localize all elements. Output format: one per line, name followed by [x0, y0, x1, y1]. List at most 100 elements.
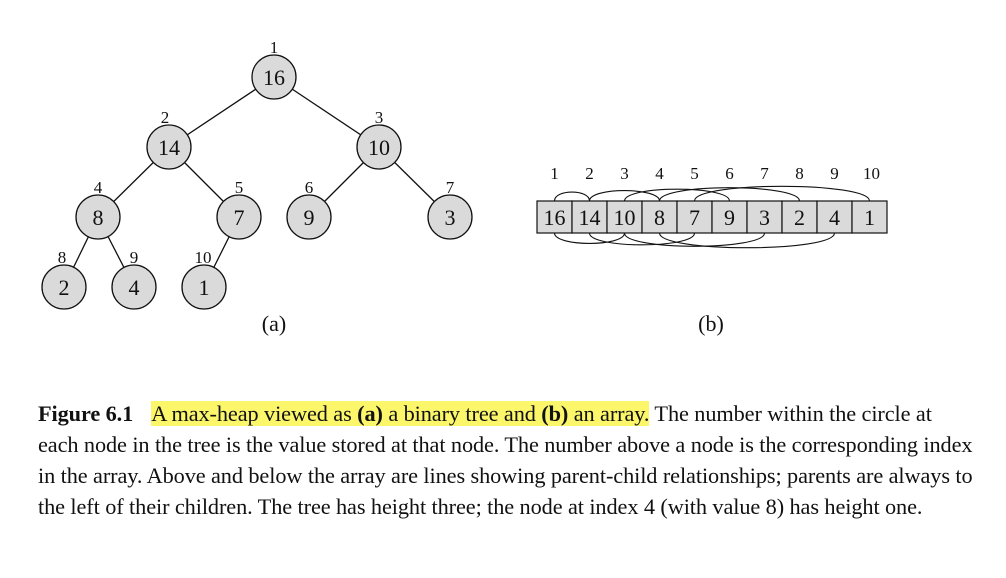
tree-node-circle	[251, 54, 297, 100]
array-cell-box	[536, 200, 573, 234]
array-cell: 9	[711, 200, 748, 234]
array-cell: 2	[781, 200, 818, 234]
array-panel-label: (b)	[698, 311, 724, 336]
array-cell-box	[781, 200, 818, 234]
array-cell: 16	[536, 200, 573, 234]
tree-node-circle	[427, 194, 473, 240]
array-cell-value: 3	[759, 205, 770, 230]
caption-body: The number within the circle at each nod…	[38, 401, 973, 519]
tree-node-value: 4	[129, 275, 140, 300]
tree-node-circle	[75, 194, 121, 240]
tree-node-value: 14	[158, 135, 180, 160]
tree-node-value: 10	[368, 135, 390, 160]
array-index-label: 9	[830, 164, 839, 183]
tree-node: 49	[111, 248, 157, 310]
tree-node-index: 8	[58, 248, 67, 267]
tree-node-value: 2	[59, 275, 70, 300]
tree-node: 142	[146, 108, 192, 170]
array-cell: 7	[676, 200, 713, 234]
tree-node-index: 2	[161, 108, 170, 127]
array-arc-below	[553, 232, 626, 244]
tree-node: 75	[216, 178, 262, 240]
caption-highlight-part: a binary tree and	[382, 401, 542, 426]
array-index-label: 8	[795, 164, 804, 183]
array-index-label: 5	[690, 164, 699, 183]
array-arc-above	[588, 190, 661, 202]
array-arc-above	[693, 185, 871, 202]
tree-edges	[63, 76, 451, 288]
array-cell-value: 9	[724, 205, 735, 230]
tree-node-value: 8	[93, 205, 104, 230]
array-cell-value: 16	[544, 205, 566, 230]
tree-node-index: 9	[130, 248, 139, 267]
array-cell-value: 4	[829, 205, 840, 230]
tree-node-value: 3	[445, 205, 456, 230]
array-cell-box	[746, 200, 783, 234]
array-cell: 8	[641, 200, 678, 234]
tree-node-value: 1	[199, 275, 210, 300]
array-cell: 14	[571, 200, 608, 234]
array-index-label: 10	[863, 164, 880, 183]
array-cell-value: 1	[864, 205, 875, 230]
tree-node: 96	[286, 178, 332, 240]
array-cell-box	[641, 200, 678, 234]
array-cell-box	[606, 200, 643, 234]
array-index-label: 2	[585, 164, 594, 183]
array-index-label: 1	[550, 164, 559, 183]
figure-caption: Figure 6.1 A max-heap viewed as (a) a bin…	[38, 398, 973, 522]
tree-node: 84	[75, 178, 121, 240]
tree-node-value: 16	[263, 65, 285, 90]
array-indices: 1 2 3 4 5 6 7 8 9 10	[550, 164, 880, 183]
tree-node-circle	[146, 124, 192, 170]
tree-node-value: 9	[304, 205, 315, 230]
tree-node-value: 7	[234, 205, 245, 230]
array-cell-box	[851, 200, 888, 234]
tree-node-index: 10	[195, 248, 212, 267]
array-cell: 1	[851, 200, 888, 234]
array-cell-box	[711, 200, 748, 234]
tree-panel-label: (a)	[262, 311, 286, 336]
array-cell-value: 7	[689, 205, 700, 230]
tree-node: 110	[181, 248, 227, 310]
caption-highlight-part: an array.	[568, 401, 650, 426]
caption-highlight: A max-heap viewed as (a) a binary tree a…	[151, 401, 649, 426]
array-index-label: 6	[725, 164, 734, 183]
array-index-label: 7	[760, 164, 769, 183]
array-cell-box	[571, 200, 608, 234]
array-cell-value: 2	[794, 205, 805, 230]
caption-label: Figure 6.1	[38, 401, 134, 426]
array-arc-above	[658, 187, 801, 202]
tree-node: 28	[41, 248, 87, 310]
caption-highlight-part: (b)	[541, 401, 569, 426]
array-cell: 10	[606, 200, 643, 234]
array-cell-box	[676, 200, 713, 234]
array-cell-value: 14	[579, 205, 601, 230]
caption-highlight-part: A max-heap viewed as	[151, 401, 358, 426]
array-index-label: 4	[655, 164, 664, 183]
tree-node-index: 6	[305, 178, 314, 197]
array-arc-below	[588, 232, 696, 246]
tree-node-index: 3	[375, 108, 384, 127]
tree-node-index: 1	[270, 38, 279, 57]
tree-node-circle	[356, 124, 402, 170]
array-cell-value: 8	[654, 205, 665, 230]
tree-node-circle	[41, 264, 87, 310]
tree-node-index: 7	[446, 178, 455, 197]
tree-node-circle	[216, 194, 262, 240]
array-arcs	[553, 185, 871, 249]
array-index-label: 3	[620, 164, 629, 183]
tree-node: 161	[251, 38, 297, 100]
array-cell: 3	[746, 200, 783, 234]
array-cell: 4	[816, 200, 853, 234]
tree-node: 103	[356, 108, 402, 170]
caption-highlight-part: (a)	[357, 401, 383, 426]
array-arc-below	[658, 232, 836, 249]
tree-node: 37	[427, 178, 473, 240]
tree-node-circle	[286, 194, 332, 240]
array-arc-above	[623, 188, 731, 202]
tree-node-circle	[181, 264, 227, 310]
tree-node-index: 5	[235, 178, 244, 197]
